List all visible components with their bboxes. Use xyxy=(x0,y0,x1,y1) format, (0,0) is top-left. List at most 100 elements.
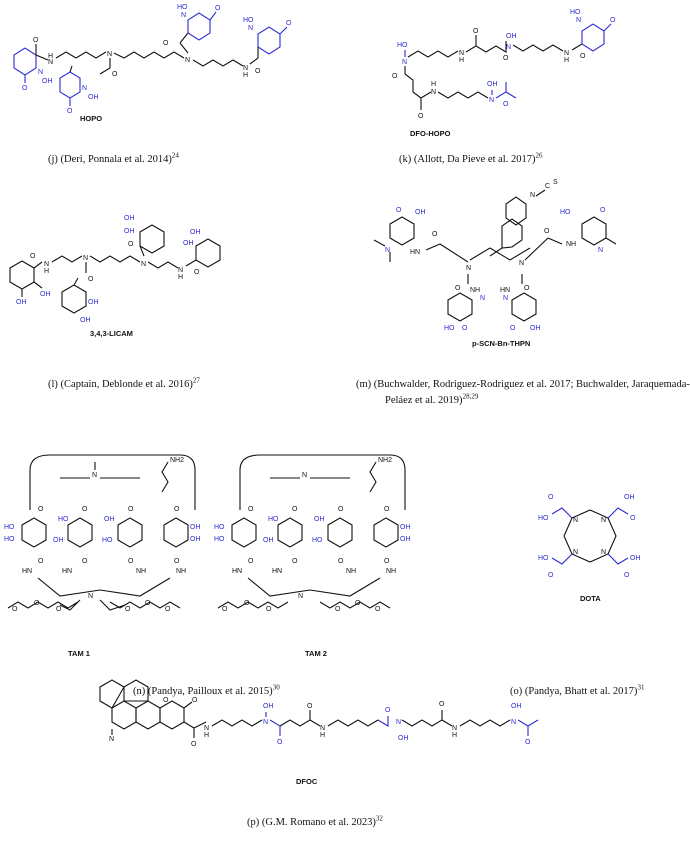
svg-text:O: O xyxy=(128,558,134,565)
svg-text:O: O xyxy=(277,739,283,746)
svg-text:N: N xyxy=(107,51,112,58)
dota-label: DOTA xyxy=(580,594,601,603)
svg-text:HN: HN xyxy=(500,287,510,294)
svg-text:O: O xyxy=(38,506,44,513)
svg-text:O: O xyxy=(580,53,586,60)
svg-text:OH: OH xyxy=(124,228,135,235)
svg-text:N: N xyxy=(431,89,436,96)
svg-text:OH: OH xyxy=(398,735,409,742)
svg-text:O: O xyxy=(174,558,180,565)
svg-text:O: O xyxy=(112,71,118,78)
caption-n: (n) (Pandya, Pailloux et al. 2015)30 xyxy=(133,683,280,697)
svg-text:O: O xyxy=(88,276,94,283)
svg-text:H: H xyxy=(320,732,325,739)
svg-text:OH: OH xyxy=(16,299,27,306)
svg-text:N: N xyxy=(243,65,248,72)
svg-text:O: O xyxy=(165,606,171,613)
svg-text:H: H xyxy=(459,57,464,64)
svg-text:O: O xyxy=(548,572,554,579)
svg-text:OH: OH xyxy=(53,537,64,544)
dfo-hopo-label: DFO-HOPO xyxy=(410,129,451,138)
svg-text:O: O xyxy=(525,739,531,746)
svg-text:N: N xyxy=(530,192,535,199)
licam-label: 3,4,3-LICAM xyxy=(90,329,133,338)
svg-text:OH: OH xyxy=(530,325,541,332)
svg-text:N: N xyxy=(185,57,190,64)
dfo-hopo-structure: HO N N H O O OH N N H O N HO O O O H N N… xyxy=(392,9,616,120)
svg-text:O: O xyxy=(56,606,62,613)
caption-k: (k) (Allott, Da Pieve et al. 2017)26 xyxy=(399,151,543,165)
svg-text:H: H xyxy=(243,72,248,79)
svg-text:N: N xyxy=(576,17,581,24)
svg-text:O: O xyxy=(455,285,461,292)
dota-structure: N N N N O HO OH O HO O OH O xyxy=(538,494,641,579)
svg-text:HO: HO xyxy=(560,209,571,216)
svg-text:O: O xyxy=(255,68,261,75)
svg-text:NH: NH xyxy=(136,568,146,575)
svg-text:NH: NH xyxy=(470,287,480,294)
svg-text:O: O xyxy=(384,558,390,565)
svg-text:HO: HO xyxy=(214,536,225,543)
svg-text:OH: OH xyxy=(400,536,411,543)
svg-text:O: O xyxy=(82,558,88,565)
svg-text:H: H xyxy=(48,53,53,60)
svg-text:N: N xyxy=(503,295,508,302)
svg-text:OH: OH xyxy=(487,81,498,88)
svg-text:OH: OH xyxy=(88,94,99,101)
hopo-o: O xyxy=(22,85,28,92)
svg-text:O: O xyxy=(145,600,151,607)
svg-text:O: O xyxy=(33,37,39,44)
svg-text:OH: OH xyxy=(190,229,201,236)
svg-text:N: N xyxy=(506,44,511,51)
hopo-label: HOPO xyxy=(80,114,102,123)
svg-text:HO: HO xyxy=(538,555,549,562)
svg-text:HN: HN xyxy=(62,568,72,575)
svg-text:N: N xyxy=(402,59,407,66)
caption-m-line2: Peláez et al. 2019)28,29 xyxy=(385,392,479,406)
svg-text:O: O xyxy=(163,697,169,704)
svg-text:OH: OH xyxy=(190,524,201,531)
svg-text:NH: NH xyxy=(386,568,396,575)
svg-text:O: O xyxy=(384,506,390,513)
svg-text:O: O xyxy=(524,285,530,292)
svg-text:H: H xyxy=(44,268,49,275)
caption-j: (j) (Deri, Ponnala et al. 2014)24 xyxy=(48,151,179,165)
svg-text:OH: OH xyxy=(314,516,325,523)
svg-text:O: O xyxy=(174,506,180,513)
svg-text:N: N xyxy=(489,97,494,104)
svg-text:O: O xyxy=(307,703,313,710)
svg-text:N: N xyxy=(204,725,209,732)
svg-text:O: O xyxy=(67,108,73,115)
svg-text:O: O xyxy=(355,600,361,607)
svg-text:O: O xyxy=(163,40,169,47)
svg-text:NH2: NH2 xyxy=(170,457,184,464)
svg-text:O: O xyxy=(34,600,40,607)
svg-text:OH: OH xyxy=(88,299,99,306)
svg-text:O: O xyxy=(215,5,221,12)
svg-text:O: O xyxy=(624,572,630,579)
svg-text:C: C xyxy=(545,183,550,190)
svg-text:OH: OH xyxy=(80,317,91,324)
thpn-structure: N C S N N O OH N HN O HO O N NH O O NH H… xyxy=(373,179,617,332)
svg-text:O: O xyxy=(82,506,88,513)
svg-text:N: N xyxy=(178,267,183,274)
svg-text:S: S xyxy=(553,179,558,186)
svg-text:NH2: NH2 xyxy=(378,457,392,464)
svg-text:HO: HO xyxy=(268,516,279,523)
licam-structure: OH OH O N H N O OH OH N O OH OH N H O OH… xyxy=(9,215,221,324)
svg-text:HN: HN xyxy=(232,568,242,575)
svg-text:HO: HO xyxy=(214,524,225,531)
svg-text:O: O xyxy=(600,207,606,214)
svg-text:OH: OH xyxy=(630,555,641,562)
svg-text:OH: OH xyxy=(511,703,522,710)
svg-text:O: O xyxy=(396,207,402,214)
tam1-structure: N NH2 HO HO HO OH OH HO OH OH O O O O O … xyxy=(4,454,201,613)
svg-text:HO: HO xyxy=(4,524,15,531)
svg-text:H: H xyxy=(204,732,209,739)
svg-text:HN: HN xyxy=(22,568,32,575)
svg-text:O: O xyxy=(194,269,200,276)
svg-text:O: O xyxy=(30,253,36,260)
svg-text:OH: OH xyxy=(263,537,274,544)
